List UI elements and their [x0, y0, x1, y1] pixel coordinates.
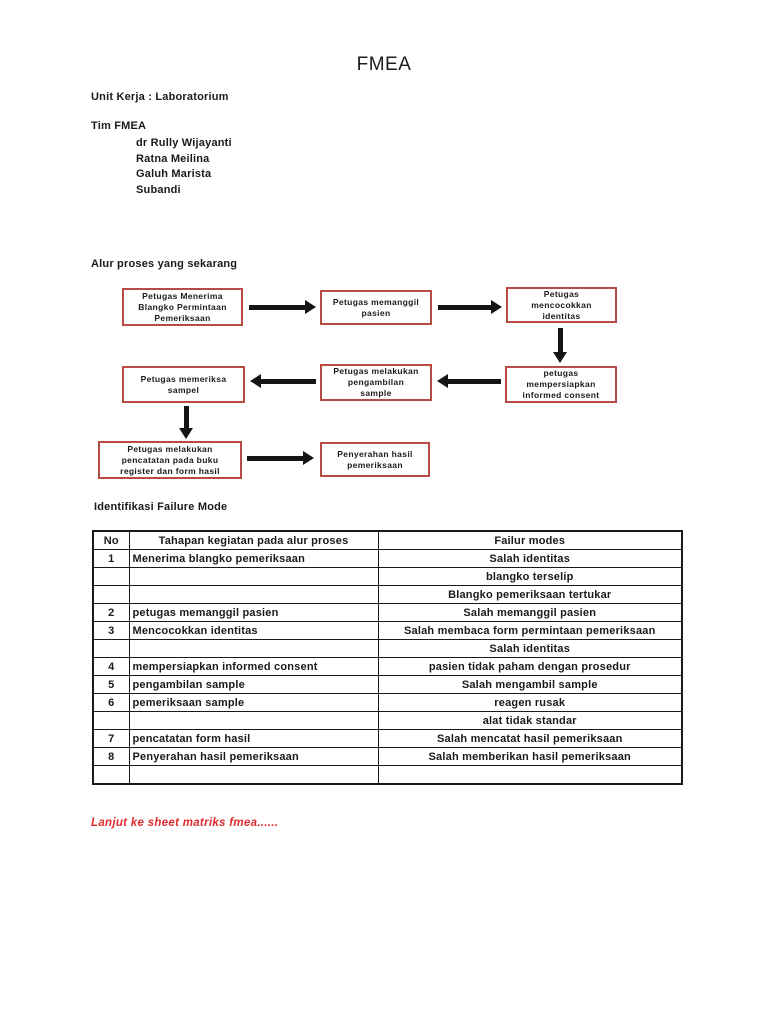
arrow-head [491, 300, 502, 314]
cell-tahapan: Mencocokkan identitas [128, 621, 379, 640]
cell-failure: Salah identitas [377, 549, 683, 568]
tim-fmea-label: Tim FMEA [91, 120, 147, 132]
arrow-shaft [447, 379, 501, 384]
cell-failure: Salah memanggil pasien [377, 603, 683, 622]
cell-failure: Blangko pemeriksaan tertukar [377, 585, 683, 604]
arrow-right-icon [438, 300, 502, 314]
table-header-row: No Tahapan kegiatan pada alur proses Fai… [92, 530, 683, 550]
arrow-shaft [183, 406, 189, 429]
cell-tahapan [128, 639, 379, 658]
arrow-shaft [260, 379, 316, 384]
arrow-right-icon [247, 451, 314, 465]
cell-failure: alat tidak standar [377, 711, 683, 730]
cell-no: 2 [92, 603, 130, 622]
cell-failure: Salah membaca form permintaan pemeriksaa… [377, 621, 683, 640]
arrow-left-icon [437, 374, 501, 388]
column-header-no: No [92, 530, 130, 550]
continuation-note: Lanjut ke sheet matriks fmea...... [91, 817, 279, 829]
cell-tahapan: mempersiapkan informed consent [128, 657, 379, 676]
team-member-list: dr Rully Wijayanti Ratna Meilina Galuh M… [136, 136, 232, 198]
flow-box-memanggil-pasien: Petugas memanggil pasien [320, 290, 432, 325]
cell-failure: Salah mengambil sample [377, 675, 683, 694]
cell-no: 4 [92, 657, 130, 676]
flow-box-penyerahan-hasil: Penyerahan hasil pemeriksaan [320, 442, 430, 477]
cell-tahapan [128, 585, 379, 604]
team-member: Ratna Meilina [136, 152, 210, 165]
arrow-head [179, 428, 193, 439]
cell-no: 6 [92, 693, 130, 712]
cell-tahapan [128, 711, 379, 730]
team-member: dr Rully Wijayanti [136, 137, 232, 149]
page-title: FMEA [356, 54, 412, 75]
cell-no [92, 639, 130, 658]
cell-no: 8 [92, 747, 130, 766]
arrow-left-icon [250, 374, 316, 388]
arrow-shaft [247, 456, 304, 461]
flow-box-mencocokkan-identitas: Petugas mencocokkan identitas [506, 287, 617, 323]
cell-no [92, 711, 130, 730]
table-row: alat tidak standar [92, 711, 683, 730]
flow-box-memeriksa-sampel: Petugas memeriksa sampel [122, 366, 245, 403]
cell-failure: reagen rusak [377, 693, 683, 712]
cell-failure: Salah identitas [377, 639, 683, 658]
flow-box-pengambilan-sample: Petugas melakukan pengambilan sample [320, 364, 432, 401]
arrow-shaft [438, 305, 492, 310]
arrow-down-icon [553, 328, 567, 363]
cell-tahapan: petugas memanggil pasien [128, 603, 379, 622]
cell-failure [377, 765, 683, 785]
cell-failure: pasien tidak paham dengan prosedur [377, 657, 683, 676]
table-row: blangko terselip [92, 567, 683, 586]
cell-tahapan: Penyerahan hasil pemeriksaan [128, 747, 379, 766]
failure-mode-table: No Tahapan kegiatan pada alur proses Fai… [92, 530, 683, 785]
arrow-head [553, 352, 567, 363]
cell-no [92, 765, 130, 785]
table-row: Salah identitas [92, 639, 683, 658]
cell-no [92, 585, 130, 604]
flow-box-pencatatan-register: Petugas melakukan pencatatan pada buku r… [98, 441, 242, 479]
arrow-head [305, 300, 316, 314]
cell-no: 5 [92, 675, 130, 694]
cell-tahapan: pencatatan form hasil [128, 729, 379, 748]
cell-tahapan: pemeriksaan sample [128, 693, 379, 712]
flow-box-informed-consent: petugas mempersiapkan informed consent [505, 366, 617, 403]
cell-failure: blangko terselip [377, 567, 683, 586]
flowchart-heading: Alur proses yang sekarang [91, 258, 238, 270]
cell-failure: Salah memberikan hasil pemeriksaan [377, 747, 683, 766]
cell-tahapan: Menerima blangko pemeriksaan [128, 549, 379, 568]
failure-table-heading: Identifikasi Failure Mode [94, 501, 228, 513]
cell-no [92, 567, 130, 586]
arrow-shaft [249, 305, 306, 310]
column-header-failure: Failur modes [377, 530, 683, 550]
arrow-head [250, 374, 261, 388]
arrow-down-icon [179, 406, 193, 439]
cell-no: 3 [92, 621, 130, 640]
cell-tahapan [128, 765, 379, 785]
cell-no: 1 [92, 549, 130, 568]
cell-failure: Salah mencatat hasil pemeriksaan [377, 729, 683, 748]
cell-no: 7 [92, 729, 130, 748]
cell-tahapan: pengambilan sample [128, 675, 379, 694]
arrow-head [437, 374, 448, 388]
table-row: Blangko pemeriksaan tertukar [92, 585, 683, 604]
arrow-shaft [557, 328, 563, 353]
cell-tahapan [128, 567, 379, 586]
table-row [92, 765, 683, 785]
team-member: Galuh Marista [136, 168, 212, 180]
unit-kerja-label: Unit Kerja : Laboratorium [91, 91, 229, 103]
team-member: Subandi [136, 183, 181, 196]
column-header-tahapan: Tahapan kegiatan pada alur proses [128, 530, 379, 550]
flow-box-terima-blangko: Petugas Menerima Blangko Permintaan Peme… [122, 288, 243, 326]
arrow-head [303, 451, 314, 465]
arrow-right-icon [249, 300, 316, 314]
